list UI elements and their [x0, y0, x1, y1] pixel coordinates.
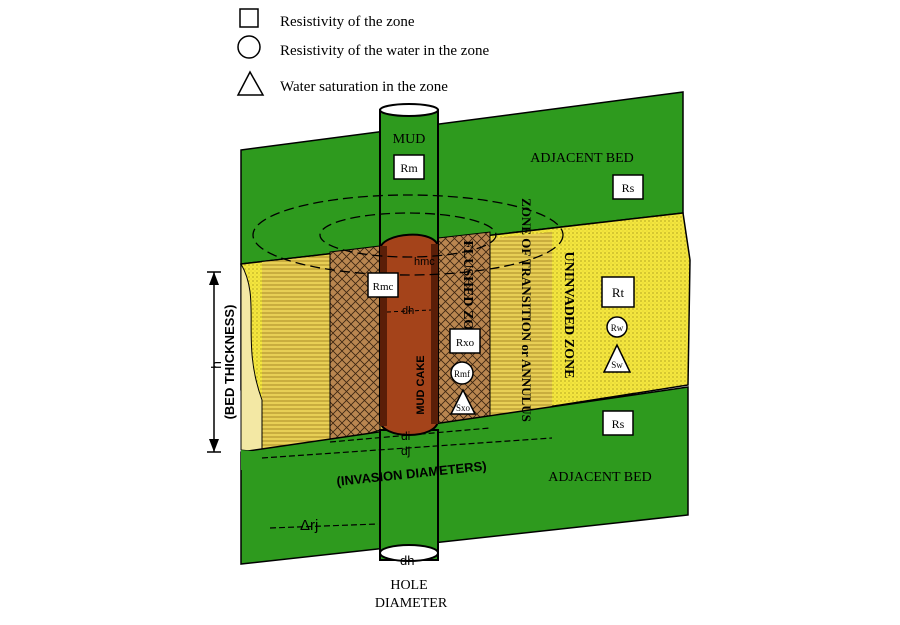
- lower-adjacent-bed: [240, 386, 689, 565]
- invasion-ellipse-outer: [252, 194, 564, 276]
- svg-text:Rm: Rm: [400, 161, 418, 175]
- delta-rj-label: Δrj: [300, 517, 318, 534]
- mud-cake-right-wall: [431, 244, 438, 424]
- adjacent-bed-top-label: ADJACENT BED: [530, 151, 634, 166]
- borehole-lower: [379, 429, 439, 561]
- rmf-circle: Rmf: [450, 361, 474, 385]
- svg-text:Rs: Rs: [612, 417, 625, 431]
- circle-icon: [237, 35, 261, 59]
- rt-box: Rt: [601, 276, 635, 308]
- dh-lower-label: dh: [400, 553, 414, 568]
- bed-left-edge: [240, 262, 263, 453]
- legend-label-water-saturation: Water saturation in the zone: [280, 79, 448, 95]
- borehole-top-opening: [379, 103, 439, 117]
- rm-box: Rm: [393, 154, 425, 180]
- delta-rj-dimension: [269, 523, 379, 529]
- borehole-bottom-opening: [379, 544, 439, 562]
- mud-label: MUD: [393, 132, 426, 147]
- dh-upper-dimension: [386, 309, 432, 313]
- rmc-box: Rmc: [367, 272, 399, 298]
- rxo-box: Rxo: [449, 328, 481, 354]
- mud-cake-label: MUD CAKE: [415, 355, 427, 414]
- dj-label: dj: [401, 444, 410, 458]
- adjacent-bed-bottom-label: ADJACENT BED: [548, 470, 652, 485]
- legend-label-zone-resistivity: Resistivity of the zone: [280, 14, 415, 30]
- h-label: h: [208, 361, 224, 369]
- svg-text:Sw: Sw: [611, 360, 623, 370]
- sxo-triangle: Sxo: [449, 388, 477, 415]
- invasion-diameter-dimensions: [261, 427, 553, 459]
- borehole-upper: [379, 109, 439, 251]
- triangle-icon: [236, 70, 265, 96]
- uninvaded-zone-label: UNINVADED ZONE: [561, 252, 576, 379]
- svg-text:Rmf: Rmf: [454, 369, 470, 379]
- svg-text:Rxo: Rxo: [456, 337, 475, 349]
- svg-text:Rs: Rs: [622, 181, 635, 195]
- invasion-ellipse-inner: [319, 212, 497, 258]
- hole-diameter-label-line2: DIAMETER: [375, 596, 448, 611]
- rs-top-box: Rs: [612, 174, 644, 200]
- sw-triangle: Sw: [602, 343, 632, 373]
- svg-text:Rw: Rw: [611, 323, 624, 333]
- bed-thickness-label: (BED THICKNESS): [222, 305, 237, 420]
- rs-bottom-box: Rs: [602, 410, 634, 436]
- square-icon: [239, 8, 259, 28]
- transition-zone-label: ZONE OF TRANSITION or ANNULUS: [519, 198, 534, 422]
- legend-label-water-resistivity: Resistivity of the water in the zone: [280, 43, 489, 59]
- flushed-zone-label: FLUSHED ZONE: [460, 240, 475, 349]
- svg-text:Sxo: Sxo: [456, 403, 471, 413]
- mud-cake-left-wall: [380, 246, 387, 426]
- rw-circle: Rw: [606, 316, 628, 338]
- bed-thickness-arrow: [207, 271, 221, 453]
- svg-text:Rt: Rt: [612, 285, 625, 300]
- hole-diameter-label-line1: HOLE: [390, 578, 427, 593]
- di-label: di: [401, 429, 410, 443]
- hmc-label: hmc: [414, 256, 435, 268]
- legend: Resistivity of the zone Resistivity of t…: [236, 8, 489, 96]
- svg-text:Rmc: Rmc: [373, 281, 394, 293]
- lower-bed-step: [241, 450, 262, 470]
